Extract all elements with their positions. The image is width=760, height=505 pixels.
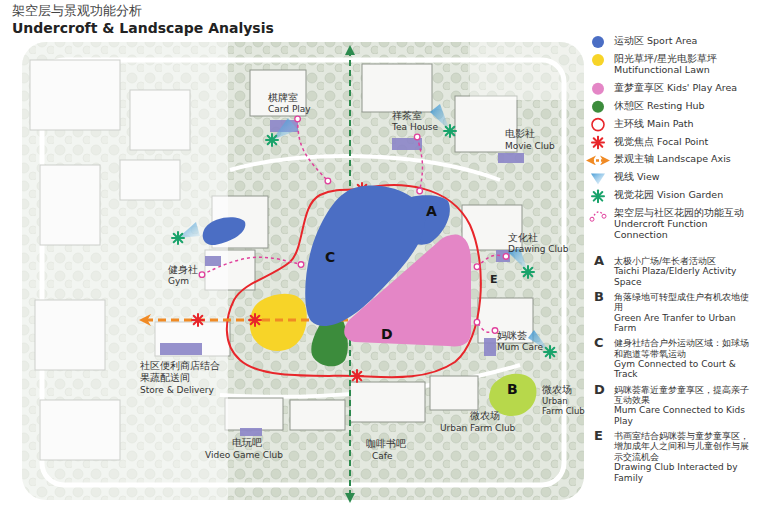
key-text: 书画室结合妈咪荟与童梦童享区，增加成年人之间和与儿童创作与展示交流机会 [614, 431, 754, 462]
legend-text: 主环线 Main Path [614, 119, 754, 130]
zone-letter: B [507, 381, 524, 398]
legend-text: 阳光草坪/星光电影草坪 Mutifunctional Lawn [614, 54, 754, 76]
key-letter: B [594, 290, 604, 305]
room-label: 棋牌室 [268, 92, 313, 104]
key-text: 健身社结合户外运动区域：如球场和跑道等带氧运动 [614, 338, 754, 359]
function-connection [298, 119, 328, 181]
key-letter: E [594, 429, 603, 444]
undercroft-room: 健身社Gym [168, 264, 200, 289]
legend-text: 视觉花园 Vision Garden [614, 190, 754, 201]
connection-ends [474, 254, 509, 270]
place-label: 电玩吧 [232, 437, 262, 449]
place-label: Urban Farm Club [542, 397, 588, 417]
room-label: 祥茶室 [392, 110, 441, 122]
connection-ends [474, 319, 498, 333]
key-letter: A [594, 254, 604, 269]
place-label: 社区便利商店结合果蔬配送间 [140, 360, 224, 383]
lawn-area [250, 294, 307, 351]
zone-letter: E [490, 274, 498, 287]
legend-swatch [590, 212, 606, 221]
title-text: 架空层与景观功能分析 [12, 4, 142, 19]
place-label: Cafe [372, 451, 393, 461]
subtitle: Undercroft & Landscape Analysis [12, 20, 274, 36]
connection-ends [295, 116, 331, 184]
legend-text: 视线 View [614, 172, 754, 183]
function-connection [202, 257, 301, 274]
key-text: Green Are Tranfer to Urban Farm [614, 313, 754, 334]
legend-swatch [592, 101, 604, 113]
undercroft-room: 文化社Drawing Club [508, 232, 571, 257]
key-letter: D [594, 383, 605, 398]
legend-text: 运动区 Sport Area [614, 36, 754, 47]
place-label: Movie Club [505, 141, 555, 151]
legend-text: 童梦童享区 Kids' Play Area [614, 83, 754, 94]
key-text: 太极小广场/年长者活动区 [614, 256, 754, 266]
room-label: Gym [168, 276, 200, 287]
legend-swatch [592, 54, 604, 66]
key-letter: C [594, 336, 604, 351]
undercroft-room: 棋牌室Card Play [268, 92, 313, 117]
place-label: Urban Farm Club [440, 423, 515, 433]
key-text: Drawing Club Interacted by Family [614, 462, 754, 483]
place-label: 咖啡书吧 [366, 438, 406, 450]
room-label: Tea House [392, 122, 441, 133]
function-connection [417, 137, 422, 191]
vision-garden [172, 125, 556, 358]
room-label: Mum Care [497, 342, 545, 353]
room-label: 文化社 [508, 232, 571, 244]
undercroft-room: 妈咪荟Mum Care [497, 330, 545, 355]
zone-letter: C [325, 249, 342, 266]
room-label: Card Play [268, 104, 313, 115]
undercroft-area [160, 120, 524, 436]
key-text: Taichi Plaza/Elderly Activity Space [614, 266, 754, 287]
view-cone [178, 104, 550, 352]
legend-swatch [592, 190, 604, 202]
function-connection [477, 255, 506, 266]
connection-ends [414, 134, 422, 194]
room-label: Drawing Club [508, 244, 571, 255]
place-label: Video Game Club [205, 450, 283, 460]
place-label: 微农场 [542, 384, 572, 396]
room-label: 妈咪荟 [497, 330, 545, 342]
legend-swatch [591, 173, 605, 184]
legend-swatch [592, 119, 604, 131]
legend-swatch [592, 101, 604, 113]
sport-area [203, 217, 246, 245]
key-text: 妈咪荟靠近童梦童享区，提高亲子互动效果 [614, 385, 754, 406]
place-label: 电影社 [505, 128, 535, 140]
legend-text: 视觉焦点 Focal Point [614, 137, 754, 148]
legend-swatch [592, 54, 604, 66]
key-text: Mum Care Connected to Kids Play [614, 405, 754, 426]
legend-text: 休憩区 Resting Hub [614, 101, 754, 112]
legend-swatch [592, 36, 604, 48]
main-path [227, 185, 481, 377]
legend-swatch [591, 160, 605, 161]
zone-letter: A [426, 203, 443, 220]
legend-swatch [592, 137, 604, 149]
legend-swatch [592, 36, 604, 48]
function-zone: D [343, 232, 475, 350]
place-label: Store & Delivery [140, 385, 214, 395]
legend-text: 景观主轴 Landscape Axis [614, 154, 754, 165]
room-label: 健身社 [168, 264, 200, 276]
zone-shape [343, 232, 475, 350]
legend-swatch [592, 83, 604, 95]
key-text: 角落绿地可转型成住户有机农地使用 [614, 292, 754, 313]
key-text: Gym Connected to Court & Track [614, 359, 754, 380]
zone-letter: D [381, 326, 398, 343]
place-label: 微农场 [470, 410, 500, 422]
undercroft-room: 祥茶室Tea House [392, 110, 441, 135]
legend-text: 架空层与社区花园的功能互动 Undercroft Function Connec… [614, 208, 754, 241]
connection-ends [199, 262, 304, 278]
legend-swatch [592, 83, 604, 95]
